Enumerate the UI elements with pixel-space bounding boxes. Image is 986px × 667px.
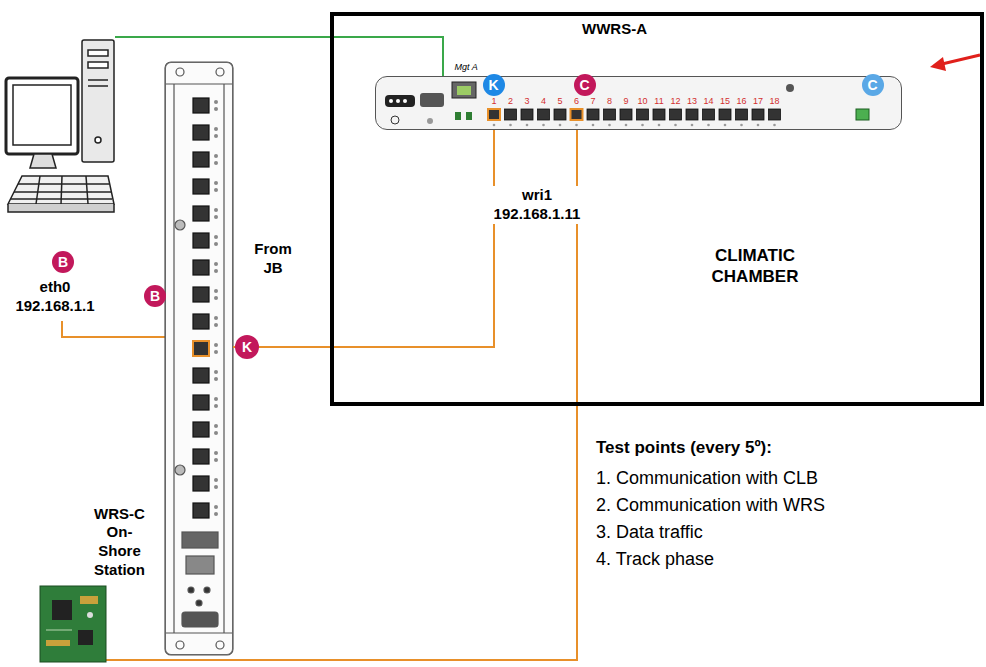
port-number: 8 [602, 97, 618, 106]
port-number: 1 [486, 97, 502, 106]
port-number: 18 [767, 97, 783, 106]
chamber-box: CLIMATIC CHAMBER WWRS-A Mgt A K C C [330, 12, 984, 406]
interface-label: wri1 192.168.1.11 [487, 186, 587, 224]
fiber-link [233, 130, 494, 347]
port-number: 16 [734, 97, 750, 106]
source-note: From JB [248, 240, 298, 278]
port-name: Mgt A [455, 62, 495, 73]
device-title: WWRS-A [560, 20, 670, 39]
test-heading: Test points (every 5º): [596, 437, 772, 458]
switch-illustration [376, 77, 901, 129]
port-number: 13 [684, 97, 700, 106]
port-number: 5 [552, 97, 568, 106]
port-number: 11 [651, 97, 667, 106]
pointer-arrow [930, 55, 980, 71]
rack-switch: WRS-C On-Shore Station [165, 62, 233, 655]
port-number: 12 [668, 97, 684, 106]
callout-letter: K [488, 78, 498, 92]
port-number: 9 [618, 97, 634, 106]
port-number: 6 [569, 97, 585, 106]
marker-circle: C [574, 74, 596, 96]
port-number: 10 [635, 97, 651, 106]
callout-letter: B [58, 255, 68, 269]
port-number: 4 [536, 97, 552, 106]
marker-circle: B [52, 251, 74, 273]
port-number: 17 [750, 97, 766, 106]
callout-letter: B [150, 289, 160, 303]
station-name: WRS-C On-Shore Station [89, 505, 151, 580]
clb-board [40, 586, 106, 662]
test-item: 2. Communication with WRS [596, 494, 825, 517]
test-item: 3. Data traffic [596, 521, 703, 544]
port-number: 2 [503, 97, 519, 106]
marker-circle: K [235, 335, 259, 359]
rack-switch [165, 62, 233, 655]
port-number: 7 [585, 97, 601, 106]
callout-letter: K [242, 340, 252, 354]
chamber-title: CLIMATIC CHAMBER [695, 245, 815, 288]
computer-icon [6, 40, 114, 212]
marker-circle: K [483, 74, 505, 96]
test-item: 1. Communication with CLB [596, 467, 818, 490]
callout-letter: C [579, 78, 589, 92]
port-number: 3 [519, 97, 535, 106]
port-number: 15 [717, 97, 733, 106]
interface-label: eth0 192.168.1.1 [5, 278, 105, 316]
port-number: 14 [701, 97, 717, 106]
callout-letter: C [867, 78, 877, 92]
test-item: 4. Track phase [596, 548, 714, 571]
marker-circle: B [144, 285, 166, 307]
marker-circle: C [862, 74, 884, 96]
